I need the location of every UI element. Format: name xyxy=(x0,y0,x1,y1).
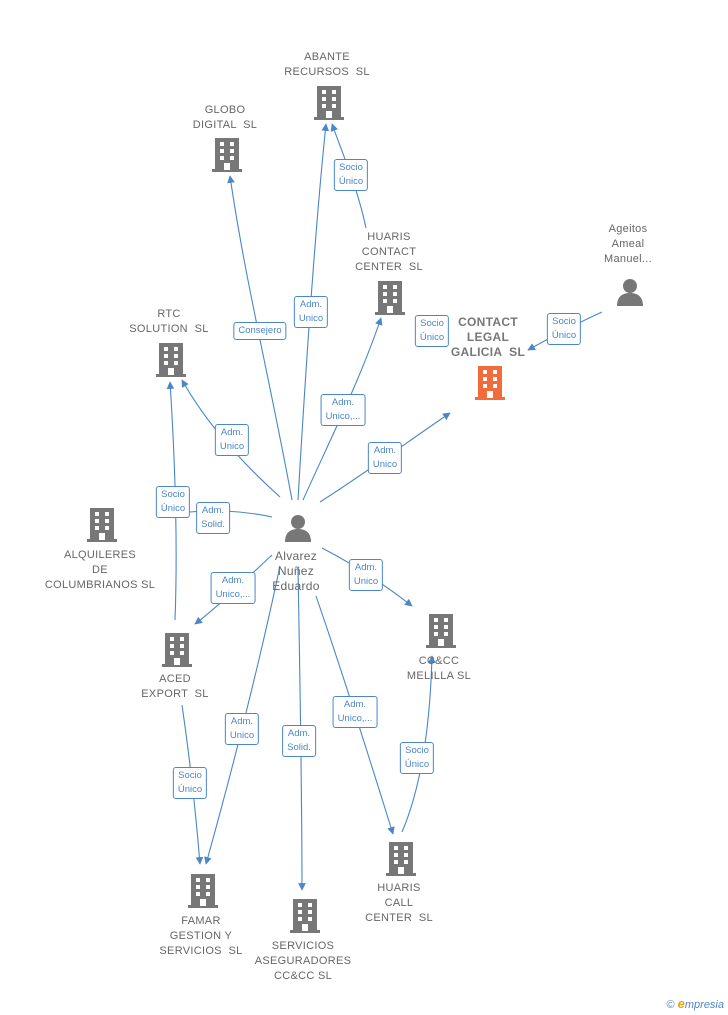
copyright-symbol: © xyxy=(666,999,675,1011)
edge-label: Adm. Unico xyxy=(348,559,384,591)
edge-label: Socio Único xyxy=(399,742,435,774)
edge-label: Socio Único xyxy=(546,313,582,345)
node-label-alquileres[interactable]: ALQUILERES DE COLUMBRIANOS SL xyxy=(44,549,156,591)
building-icon[interactable] xyxy=(87,508,117,547)
footer-brand[interactable]: © empresia xyxy=(666,996,724,1011)
node-label-alvarez[interactable]: Alvarez Nuñez Eduardo xyxy=(272,549,320,593)
focus-building-icon[interactable] xyxy=(475,366,505,405)
node-label-aced[interactable]: ACED EXPORT SL xyxy=(141,673,209,700)
node-label-abante[interactable]: ABANTE RECURSOS SL xyxy=(284,51,370,78)
building-icon[interactable] xyxy=(314,86,344,125)
node-label-contact-legal[interactable]: CONTACT LEGAL GALICIA SL xyxy=(450,315,526,359)
building-icon[interactable] xyxy=(188,874,218,913)
building-icon[interactable] xyxy=(426,614,456,653)
edge-label: Adm. Solid. xyxy=(282,725,316,757)
edge-label: Socio Único xyxy=(155,486,191,518)
building-icon[interactable] xyxy=(290,899,320,938)
person-icon[interactable] xyxy=(615,278,645,311)
brand-logo-text: mpresia xyxy=(684,999,724,1011)
brand-logo-e: e xyxy=(677,996,685,1011)
edge-label: Adm. Solid. xyxy=(196,502,230,534)
node-label-huaris-contact[interactable]: HUARIS CONTACT CENTER SL xyxy=(355,231,423,273)
node-label-servicios[interactable]: SERVICIOS ASEGURADORES CC&CC SL xyxy=(254,940,352,982)
edge-label: Consejero xyxy=(233,322,287,340)
edge-line xyxy=(204,565,281,865)
edge-label: Socio Único xyxy=(333,159,369,191)
edge-label: Adm. Unico,... xyxy=(210,572,256,604)
building-icon[interactable] xyxy=(162,633,192,672)
person-icon[interactable] xyxy=(283,514,313,547)
building-icon[interactable] xyxy=(212,138,242,177)
edge-label: Socio Único xyxy=(172,767,208,799)
node-label-ccmelilla[interactable]: CC&CC MELILLA SL xyxy=(406,655,472,682)
edge-label: Adm. Unico xyxy=(214,424,250,456)
node-label-famar[interactable]: FAMAR GESTION Y SERVICIOS SL xyxy=(159,915,243,957)
edge-label: Adm. Unico,... xyxy=(332,696,378,728)
edge-label: Adm. Unico xyxy=(224,713,260,745)
edge-label: Adm. Unico,... xyxy=(320,394,366,426)
building-icon[interactable] xyxy=(375,281,405,320)
node-label-huaris-call[interactable]: HUARIS CALL CENTER SL xyxy=(365,882,433,924)
node-label-globo[interactable]: GLOBO DIGITAL SL xyxy=(192,104,258,131)
edge-label: Adm. Unico xyxy=(367,442,403,474)
building-icon[interactable] xyxy=(156,343,186,382)
node-label-ageitos[interactable]: Ageitos Ameal Manuel... xyxy=(604,223,652,265)
node-label-rtc[interactable]: RTC SOLUTION SL xyxy=(129,308,209,335)
building-icon[interactable] xyxy=(386,842,416,881)
edge-label: Adm. Unico xyxy=(293,296,329,328)
edge-label: Socio Único xyxy=(414,315,450,347)
